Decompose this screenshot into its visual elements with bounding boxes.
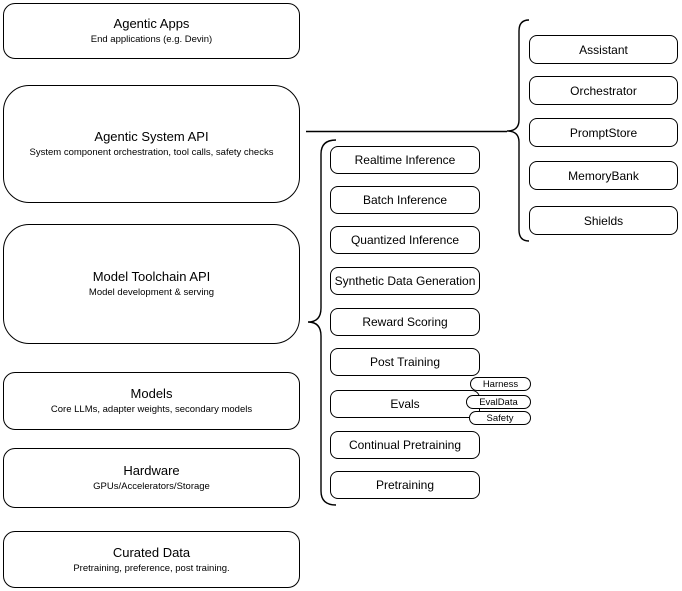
- system-component-label: Assistant: [579, 42, 628, 57]
- eval-tag-evaldata: EvalData: [466, 395, 531, 409]
- system-component-promptstore: PromptStore: [529, 118, 678, 147]
- toolchain-item-quantized-inference: Quantized Inference: [330, 226, 480, 254]
- system-component-assistant: Assistant: [529, 35, 678, 64]
- system-component-label: Orchestrator: [570, 83, 637, 98]
- toolchain-item-batch-inference: Batch Inference: [330, 186, 480, 214]
- layer-models: Models Core LLMs, adapter weights, secon…: [3, 372, 300, 430]
- system-component-label: MemoryBank: [568, 168, 639, 183]
- toolchain-item-synthetic-data-generation: Synthetic Data Generation: [330, 267, 480, 295]
- toolchain-item-continual-pretraining: Continual Pretraining: [330, 431, 480, 459]
- system-component-label: PromptStore: [569, 125, 638, 140]
- system-component-memorybank: MemoryBank: [529, 161, 678, 190]
- layer-title: Hardware: [123, 463, 180, 478]
- eval-tag-label: EvalData: [479, 396, 518, 408]
- layer-title: Model Toolchain API: [92, 269, 211, 284]
- eval-tag-harness: Harness: [470, 377, 531, 391]
- layer-agentic-system-api: Agentic System API System component orch…: [3, 85, 300, 203]
- brace-toolchain-group-icon: [307, 139, 337, 506]
- eval-tag-label: Harness: [482, 378, 519, 390]
- toolchain-item-label: Post Training: [369, 355, 441, 369]
- layer-subtitle: System component orchestration, tool cal…: [29, 147, 274, 158]
- layer-subtitle: Core LLMs, adapter weights, secondary mo…: [50, 404, 253, 415]
- layer-hardware: Hardware GPUs/Accelerators/Storage: [3, 448, 300, 508]
- layer-subtitle: Pretraining, preference, post training.: [73, 562, 230, 574]
- layer-title: Agentic System API: [94, 129, 209, 144]
- layer-title: Curated Data: [112, 544, 191, 560]
- toolchain-item-label: Realtime Inference: [354, 153, 456, 167]
- brace-components-group-icon: [506, 19, 530, 242]
- toolchain-item-label: Reward Scoring: [362, 315, 448, 329]
- toolchain-item-pretraining: Pretraining: [330, 471, 480, 499]
- toolchain-item-post-training: Post Training: [330, 348, 480, 376]
- eval-tag-safety: Safety: [469, 411, 531, 425]
- toolchain-item-reward-scoring: Reward Scoring: [330, 308, 480, 336]
- toolchain-item-evals: Evals: [330, 390, 480, 418]
- system-component-shields: Shields: [529, 206, 678, 235]
- system-component-label: Shields: [583, 213, 624, 228]
- toolchain-item-label: Evals: [390, 397, 420, 411]
- layer-subtitle: GPUs/Accelerators/Storage: [93, 481, 210, 492]
- layer-agentic-apps: Agentic Apps End applications (e.g. Devi…: [3, 3, 300, 59]
- toolchain-item-realtime-inference: Realtime Inference: [330, 146, 480, 174]
- toolchain-item-label: Pretraining: [375, 478, 435, 492]
- system-component-orchestrator: Orchestrator: [529, 76, 678, 105]
- toolchain-item-label: Batch Inference: [362, 193, 448, 207]
- toolchain-item-label: Synthetic Data Generation: [334, 274, 476, 288]
- toolchain-item-label: Continual Pretraining: [348, 438, 462, 452]
- layer-subtitle: End applications (e.g. Devin): [90, 34, 213, 45]
- layer-model-toolchain-api: Model Toolchain API Model development & …: [3, 224, 300, 344]
- toolchain-item-label: Quantized Inference: [350, 233, 460, 247]
- layer-subtitle: Model development & serving: [88, 287, 215, 298]
- eval-tag-label: Safety: [486, 412, 514, 424]
- layer-curated-data: Curated Data Pretraining, preference, po…: [3, 531, 300, 588]
- layer-title: Models: [130, 386, 173, 401]
- layer-title: Agentic Apps: [113, 16, 190, 31]
